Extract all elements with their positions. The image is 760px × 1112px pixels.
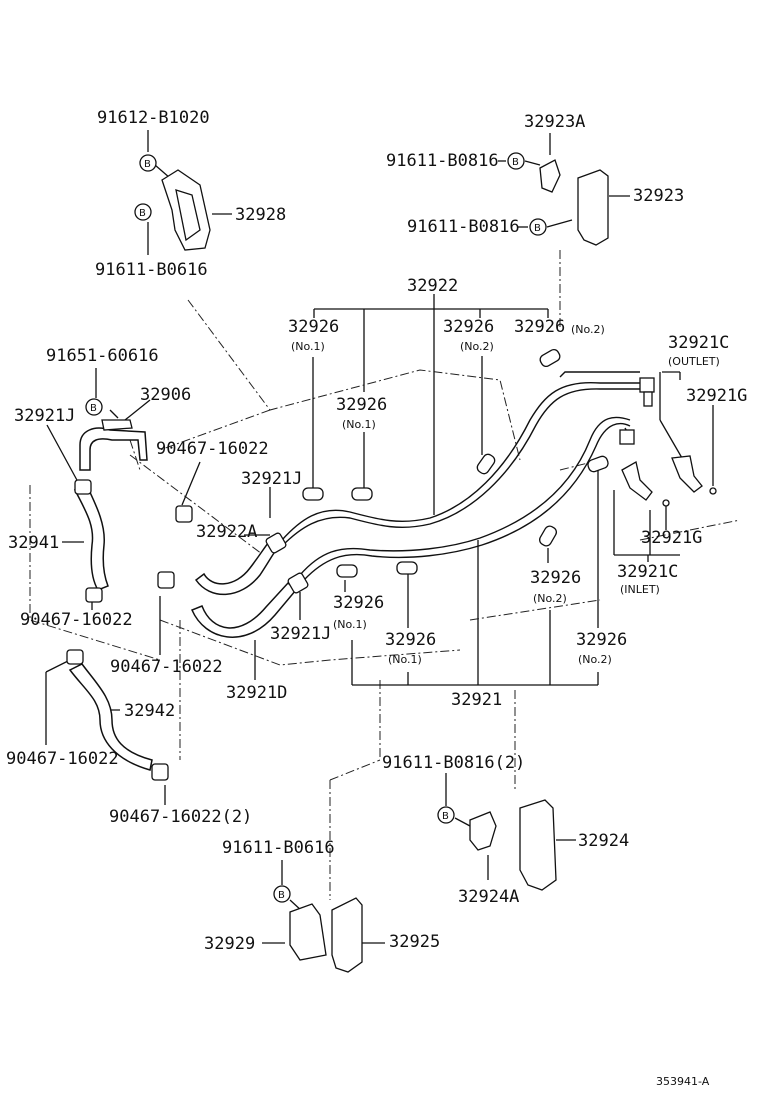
part-label: 32921J [270, 624, 331, 644]
part-label: 91611-B0816 [386, 151, 499, 171]
part-label: 32922A [196, 522, 257, 542]
part-label: 90467-16022 [110, 657, 223, 677]
part-label: 91651-60616 [46, 346, 159, 366]
bolt-marker-label: B [144, 159, 151, 170]
pipes [281, 371, 645, 581]
part-label: 32923A [524, 112, 585, 132]
part-sublabel: (No.1) [291, 340, 325, 353]
phantom-outlines [29, 250, 741, 900]
part-label: 32924 [578, 831, 629, 851]
bolt-marker-label: B [90, 403, 97, 414]
part-label: 91611-B0616 [95, 260, 208, 280]
b-markers: B B B B B B B [85, 152, 547, 903]
part-sublabel: (No.2) [460, 340, 494, 353]
part-label: 90467-16022 [156, 439, 269, 459]
part-label: 32926 [514, 317, 565, 337]
part-sublabel: (No.1) [388, 653, 422, 666]
part-label: 32921C [617, 562, 678, 582]
bolt-marker-icon [273, 885, 291, 903]
part-label: 32928 [235, 205, 286, 225]
part-label: 32921J [14, 406, 75, 426]
part-label: 32926 [443, 317, 494, 337]
bolt-marker-icon [437, 806, 455, 824]
part-label: 32921J [241, 469, 302, 489]
part-sublabel: (No.2) [571, 323, 605, 336]
part-sublabel: (No.1) [333, 618, 367, 631]
part-label: 32923 [633, 186, 684, 206]
part-label: 91612-B1020 [97, 108, 210, 128]
bolt-marker-icon [85, 398, 103, 416]
part-label: 32929 [204, 934, 255, 954]
bolt-marker-icon [139, 154, 157, 172]
part-label: 32921C [668, 333, 729, 353]
part-label: 32926 [576, 630, 627, 650]
part-label: 91611-B0616 [222, 838, 335, 858]
diagram-reference-number: 353941-A [656, 1075, 710, 1088]
part-label: 90467-16022 [20, 610, 133, 630]
part-sublabel: (No.2) [533, 592, 567, 605]
part-label: 32941 [8, 533, 59, 553]
part-sublabel: (OUTLET) [668, 355, 720, 368]
part-label: 32926 [530, 568, 581, 588]
bolt-marker-label: B [442, 811, 449, 822]
part-label: 32926 [336, 395, 387, 415]
part-labels: 91612-B1020 32928 91611-B0616 32923A 916… [6, 108, 747, 1088]
part-label: 91611-B0816(2) [382, 753, 525, 773]
part-label: 32906 [140, 385, 191, 405]
part-label: 90467-16022(2) [109, 807, 252, 827]
part-sublabel: (No.2) [578, 653, 612, 666]
bolt-marker-icon [134, 203, 152, 221]
bolt-marker-label: B [534, 223, 541, 234]
bolt-marker-label: B [139, 208, 146, 219]
brackets [161, 159, 609, 973]
part-label: 32926 [288, 317, 339, 337]
part-label: 32924A [458, 887, 519, 907]
part-label: 32926 [385, 630, 436, 650]
part-label: 90467-16022 [6, 749, 119, 769]
part-label: 32921G [686, 386, 747, 406]
bolt-marker-icon [529, 218, 547, 236]
part-sublabel: (No.1) [342, 418, 376, 431]
part-label: 32942 [124, 701, 175, 721]
part-sublabel: (INLET) [620, 583, 660, 596]
bolt-marker-icon [507, 152, 525, 170]
part-label: 32921D [226, 683, 287, 703]
part-label: 32921 [451, 690, 502, 710]
part-label: 32921G [641, 528, 702, 548]
part-label: 91611-B0816 [407, 217, 520, 237]
bolt-marker-label: B [278, 890, 285, 901]
part-label: 32926 [333, 593, 384, 613]
part-label: 32925 [389, 932, 440, 952]
bolt-marker-label: B [512, 157, 519, 168]
small-parts [66, 348, 717, 781]
part-label: 32922 [407, 276, 458, 296]
